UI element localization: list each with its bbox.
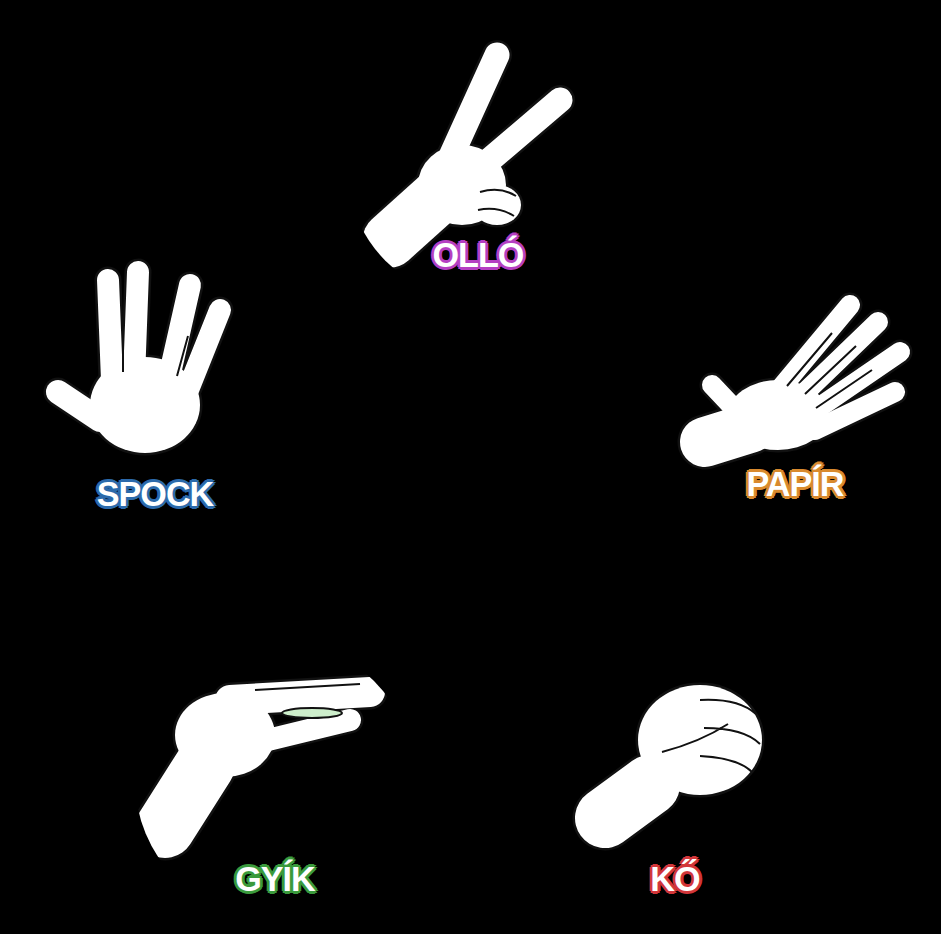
finger-crease	[787, 333, 872, 408]
illustration-part	[728, 380, 828, 450]
illustration-part	[168, 285, 190, 382]
illustration-part	[165, 765, 205, 828]
illustration-part	[795, 322, 878, 402]
illustration-part	[473, 185, 521, 225]
illustration-part	[815, 392, 895, 430]
hand-outline	[390, 55, 560, 240]
illustration-part	[235, 720, 350, 748]
illustration-part	[390, 195, 440, 240]
illustration-part	[815, 392, 895, 430]
illustration-part	[108, 280, 112, 380]
gesture-circle: PAPÍR	[655, 260, 935, 540]
finger-crease	[478, 190, 516, 216]
gesture-label: PAPÍR	[655, 466, 935, 504]
hand-outline	[605, 685, 762, 818]
finger-crease	[255, 684, 360, 690]
beats-arrow	[423, 777, 530, 778]
illustration-part	[230, 692, 370, 700]
hand-fill	[605, 685, 762, 818]
beats-arrow	[273, 484, 555, 688]
rock-hand	[605, 685, 762, 818]
illustration-part	[390, 195, 440, 240]
illustration-part	[168, 285, 190, 382]
hand-gap	[282, 708, 342, 718]
illustration-part	[175, 693, 275, 777]
gesture-circle: SPOCK	[12, 255, 298, 541]
illustration-part	[90, 357, 200, 453]
finger-crease	[662, 700, 760, 772]
scissors-hand	[390, 55, 560, 240]
illustration-part	[808, 352, 900, 415]
hand-fill	[705, 305, 900, 450]
illustration-part	[134, 272, 138, 378]
beats-arrow	[200, 540, 232, 642]
illustration-part	[418, 145, 506, 225]
lizard-hand	[165, 684, 370, 828]
illustration-part	[808, 352, 900, 415]
illustration-part	[705, 428, 750, 442]
beats-arrow	[521, 300, 630, 637]
beats-arrow	[274, 249, 365, 314]
illustration-part	[775, 305, 850, 395]
illustration-part	[728, 380, 828, 450]
illustration-part	[638, 685, 762, 795]
spock-hand	[58, 272, 220, 453]
gesture-label: SPOCK	[12, 476, 298, 514]
illustration-part	[186, 310, 220, 395]
illustration-part	[447, 55, 497, 165]
illustration-part	[108, 280, 112, 380]
illustration-part	[90, 357, 200, 453]
illustration-part	[605, 785, 650, 818]
illustration-part	[230, 692, 370, 700]
illustration-part	[175, 693, 275, 777]
hand-outline	[165, 692, 370, 828]
illustration-part	[58, 392, 100, 420]
hand-fill	[165, 692, 370, 828]
beats-arrow	[720, 536, 751, 634]
gesture-label: GYÍK	[133, 861, 417, 899]
illustration-part	[472, 100, 560, 175]
illustration-part	[605, 785, 650, 818]
beats-arrow	[588, 248, 678, 313]
illustration-part	[58, 392, 100, 420]
illustration-part	[447, 55, 497, 165]
finger-crease	[123, 320, 188, 376]
illustration-part	[712, 385, 745, 420]
illustration-part	[165, 765, 205, 828]
gesture-circle: KŐ	[533, 633, 817, 917]
illustration-part	[186, 310, 220, 395]
illustration-part	[775, 305, 850, 395]
illustration-part	[235, 720, 350, 748]
illustration-part	[418, 145, 506, 225]
illustration-part	[472, 100, 560, 175]
paper-hand	[705, 305, 900, 450]
gesture-label: OLLÓ	[345, 237, 611, 275]
illustration-part	[473, 185, 521, 225]
illustration-part	[705, 428, 750, 442]
hand-outline	[58, 272, 220, 453]
illustration-part	[795, 322, 878, 402]
illustration-part	[134, 272, 138, 378]
gesture-circle: GYÍK	[133, 638, 417, 922]
gesture-circle: OLLÓ	[345, 35, 611, 301]
illustration-part	[638, 685, 762, 795]
beats-arrow	[304, 399, 652, 400]
illustration-part	[712, 385, 745, 420]
beats-arrow	[322, 297, 436, 639]
hand-fill	[58, 272, 220, 453]
beats-arrow	[392, 486, 677, 694]
gesture-label: KŐ	[533, 861, 817, 899]
hand-fill	[390, 55, 560, 240]
hand-outline	[705, 305, 900, 450]
